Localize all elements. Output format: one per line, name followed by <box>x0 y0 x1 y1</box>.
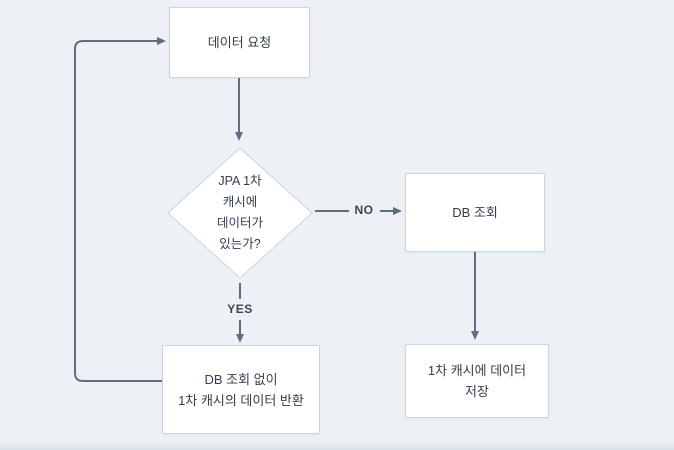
node-db-query: DB 조회 <box>405 173 545 252</box>
node-cache-decision: JPA 1차 캐시에 데이터가 있는가? <box>167 147 313 279</box>
edge-label-no: NO <box>354 203 374 217</box>
edge-return-to-request-loop <box>74 37 166 382</box>
node-save-to-cache-label: 1차 캐시에 데이터 저장 <box>427 363 527 399</box>
node-return-from-cache-label: DB 조회 없이 1차 캐시의 데이터 반환 <box>178 371 304 408</box>
node-data-request-label: 데이터 요청 <box>207 35 272 50</box>
node-save-to-cache: 1차 캐시에 데이터 저장 <box>405 344 549 418</box>
node-db-query-label: DB 조회 <box>452 205 498 220</box>
node-return-from-cache: DB 조회 없이 1차 캐시의 데이터 반환 <box>162 345 320 434</box>
edge-label-yes: YES <box>227 302 253 316</box>
diamond-shape <box>167 147 313 279</box>
node-data-request: 데이터 요청 <box>169 7 310 78</box>
node-cache-decision-label: JPA 1차 캐시에 데이터가 있는가? <box>216 174 263 251</box>
bottom-edge-shade <box>0 443 674 450</box>
